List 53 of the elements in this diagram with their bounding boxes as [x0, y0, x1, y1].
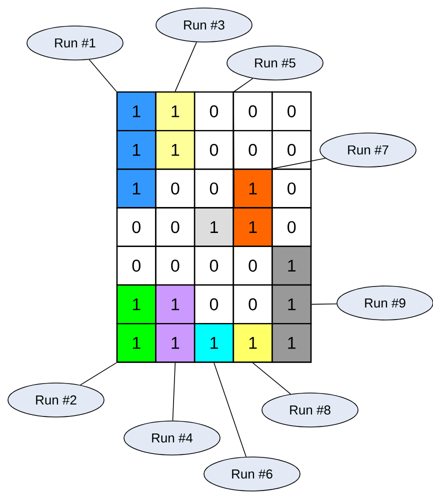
grid-cell: 0: [272, 168, 312, 208]
callout-bubble: Run #1: [26, 26, 124, 60]
grid-cell: 0: [194, 168, 234, 208]
grid-cell: 1: [116, 284, 156, 324]
callout-bubble: Run #4: [124, 420, 220, 456]
grid-cell: 0: [232, 130, 273, 170]
callout-bubble: Run #8: [262, 392, 358, 428]
grid-cell: 1: [232, 322, 273, 363]
callout-bubble: Run #5: [226, 46, 324, 80]
grid-cell: 1: [116, 91, 156, 132]
grid-cell: 1: [155, 130, 196, 170]
grid-cell: 0: [194, 246, 234, 286]
grid-cell: 1: [155, 91, 196, 132]
callout-bubble: Run #6: [204, 456, 300, 492]
leader-line: [214, 362, 246, 458]
leader-line: [80, 362, 117, 386]
grid-cell: 0: [232, 284, 273, 324]
grid-cell: 1: [272, 284, 312, 324]
grid-cell: 1: [155, 284, 196, 324]
callout-bubble: Run #2: [8, 382, 104, 418]
grid-cell: 0: [232, 246, 273, 286]
leader-line: [172, 362, 176, 421]
callout-bubble: Run #7: [320, 132, 416, 168]
grid-cell: 0: [272, 207, 312, 248]
grid-cell: 1: [116, 322, 156, 363]
leader-line: [272, 158, 326, 169]
grid-cell: 1: [232, 207, 273, 248]
grid-cell: 0: [155, 207, 196, 248]
grid-cell: 0: [194, 91, 234, 132]
grid-cell: 0: [272, 91, 312, 132]
leader-line: [88, 59, 117, 92]
leader-line: [174, 42, 197, 92]
callout-bubble: Run #9: [336, 286, 433, 320]
grid-cell: 0: [272, 130, 312, 170]
leader-line: [233, 78, 254, 208]
grid-cell: 0: [194, 130, 234, 170]
grid-cell: 0: [194, 284, 234, 324]
grid-cell: 1: [272, 322, 312, 363]
callout-bubble: Run #3: [156, 8, 252, 42]
grid-cell: 1: [194, 322, 234, 363]
leader-line: [252, 362, 292, 394]
grid-cell: 1: [232, 168, 273, 208]
leader-line: [311, 303, 338, 305]
grid-cell: 1: [116, 130, 156, 170]
grid-cell: 1: [155, 322, 196, 363]
grid-cell: 0: [116, 246, 156, 286]
grid-cell: 0: [155, 246, 196, 286]
grid-cell: 1: [194, 207, 234, 248]
grid-cell: 0: [116, 207, 156, 248]
grid-cell: 0: [232, 91, 273, 132]
grid-cell: 0: [155, 168, 196, 208]
grid-cell: 1: [116, 168, 156, 208]
grid-cell: 1: [272, 246, 312, 286]
